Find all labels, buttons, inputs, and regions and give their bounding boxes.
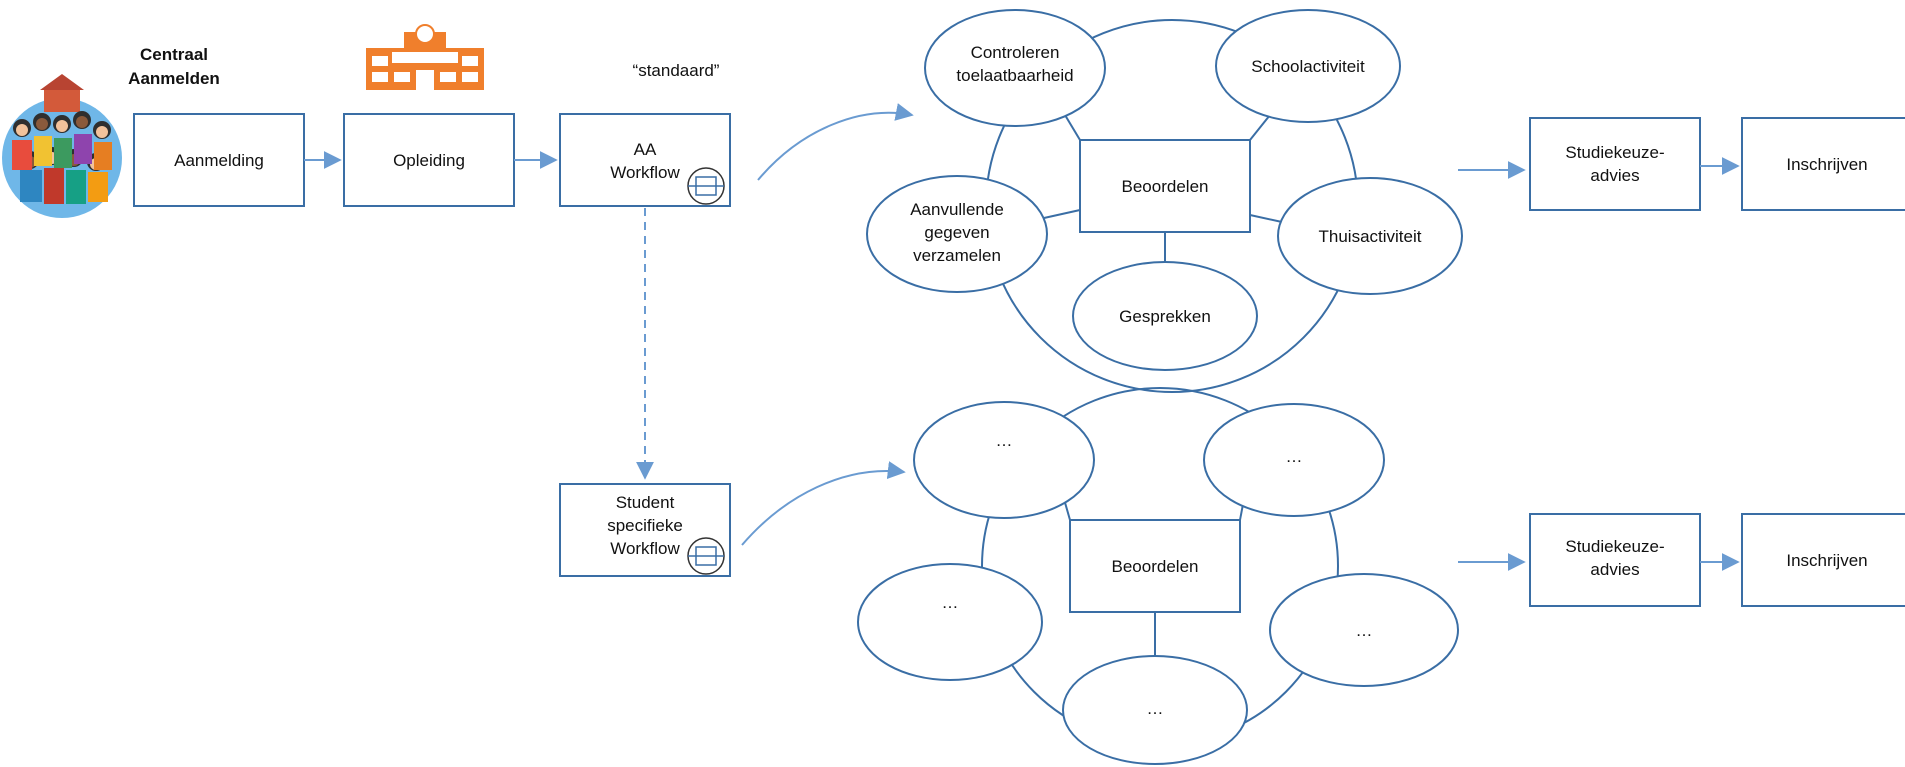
aanvullende-label-line1: Aanvullende [910,200,1004,219]
student-workflow-box[interactable]: Student specifieke Workflow [559,483,731,577]
people-globe-icon [2,74,122,218]
curve-arrow-top [757,103,914,181]
cycle-bottom: Beoordelen … … … … … [857,387,1459,765]
advies-label-line2: advies [1590,560,1639,579]
student-workflow-label-line3: Workflow [610,539,680,558]
schoolactiviteit-label: Schoolactiviteit [1251,57,1365,76]
advies-label-line1: Studiekeuze- [1565,143,1664,162]
beoordelen-box-top[interactable]: Beoordelen [1079,139,1251,233]
aa-workflow-label-line2: Workflow [610,163,680,182]
cycle-top: Beoordelen Controleren toelaatbaarheid S… [866,9,1463,393]
controleren-label-line2: toelaatbaarheid [956,66,1073,85]
centraal-label-line1: Centraal [140,45,208,64]
placeholder-label: … [1356,621,1373,640]
placeholder-node-bottom[interactable]: … [1062,655,1248,765]
placeholder-node-top-right[interactable]: … [1203,403,1385,517]
placeholder-node-right[interactable]: … [1269,573,1459,687]
aanvullende-node[interactable]: Aanvullende gegeven verzamelen [866,175,1048,293]
gesprekken-node[interactable]: Gesprekken [1072,261,1258,371]
studiekeuze-advies-box-top[interactable]: Studiekeuze- advies [1529,117,1701,211]
advies-label-line1: Studiekeuze- [1565,537,1664,556]
studiekeuze-advies-box-bottom[interactable]: Studiekeuze- advies [1529,513,1701,607]
advies-label-line2: advies [1590,166,1639,185]
aanmelding-label: Aanmelding [174,151,264,170]
placeholder-label: … [1286,447,1303,466]
inschrijven-box-top[interactable]: Inschrijven [1741,117,1905,211]
thuisactiviteit-node[interactable]: Thuisactiviteit [1277,177,1463,295]
schoolactiviteit-node[interactable]: Schoolactiviteit [1215,9,1401,123]
aa-workflow-label-line1: AA [634,140,657,159]
controleren-label-line1: Controleren [971,43,1060,62]
beoordelen-box-bottom[interactable]: Beoordelen [1069,519,1241,613]
controleren-node[interactable]: Controleren toelaatbaarheid [924,9,1106,127]
aa-workflow-box[interactable]: AA Workflow [559,113,731,207]
inschrijven-label-top: Inschrijven [1786,155,1867,174]
aanmelding-box[interactable]: Aanmelding [133,113,305,207]
centraal-label-line2: Aanmelden [128,69,220,88]
placeholder-label: … [1147,699,1164,718]
inschrijven-box-bottom[interactable]: Inschrijven [1741,513,1905,607]
placeholder-label: … [942,593,959,612]
student-workflow-label-line2: specifieke [607,516,683,535]
placeholder-label: … [996,431,1013,450]
standaard-label: “standaard” [633,61,720,80]
aanvullende-label-line2: gegeven [924,223,989,242]
curve-arrow-bottom [741,461,906,546]
aanvullende-label-line3: verzamelen [913,246,1001,265]
opleiding-label: Opleiding [393,151,465,170]
opleiding-box[interactable]: Opleiding [343,113,515,207]
beoordelen-label-bottom: Beoordelen [1112,557,1199,576]
inschrijven-label-bottom: Inschrijven [1786,551,1867,570]
placeholder-node-left[interactable]: … [857,563,1043,681]
subprocess-icon [687,167,725,205]
subprocess-icon [687,537,725,575]
thuisactiviteit-label: Thuisactiviteit [1319,227,1422,246]
student-workflow-label-line1: Student [616,493,675,512]
gesprekken-label: Gesprekken [1119,307,1211,326]
school-building-icon [366,24,484,90]
placeholder-node-top-left[interactable]: … [913,401,1095,519]
beoordelen-label-top: Beoordelen [1122,177,1209,196]
